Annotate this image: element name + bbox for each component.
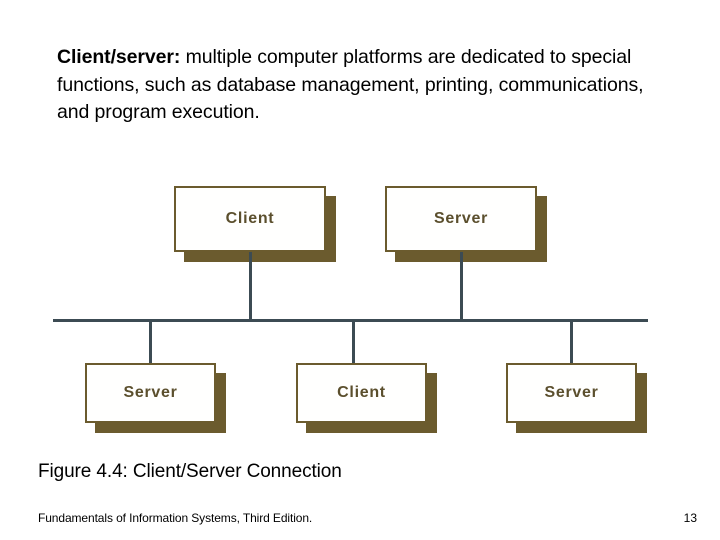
figure-caption: Figure 4.4: Client/Server Connection: [38, 461, 342, 482]
connector-bottom-client[interactable]: [352, 321, 355, 363]
node-top-client[interactable]: Client: [174, 186, 326, 252]
connector-bottom-server-1[interactable]: [149, 321, 152, 363]
connector-top-server[interactable]: [460, 252, 463, 321]
node-label-top-client: Client: [225, 210, 275, 227]
body-text-rest: multiple computer platforms are dedicate…: [57, 46, 644, 124]
connector-bottom-server-2[interactable]: [570, 321, 573, 363]
node-bottom-server-2[interactable]: Server: [506, 363, 637, 423]
node-top-server[interactable]: Server: [385, 186, 537, 252]
bus-line[interactable]: [53, 319, 648, 322]
node-label-bottom-client: Client: [337, 384, 386, 401]
node-label-bottom-server-2: Server: [544, 384, 599, 401]
footer-source-text: Fundamentals of Information Systems, Thi…: [38, 511, 313, 525]
body-text-lead: Client/server:: [57, 46, 181, 68]
node-label-bottom-server-1: Server: [123, 384, 178, 401]
node-bottom-server-1[interactable]: Server: [85, 363, 216, 423]
slide-body-text: Client/server: multiple computer platfor…: [57, 44, 647, 127]
node-label-top-server: Server: [433, 210, 489, 227]
page-number: 13: [683, 511, 697, 525]
node-bottom-client[interactable]: Client: [296, 363, 427, 423]
connector-top-client[interactable]: [249, 252, 252, 321]
